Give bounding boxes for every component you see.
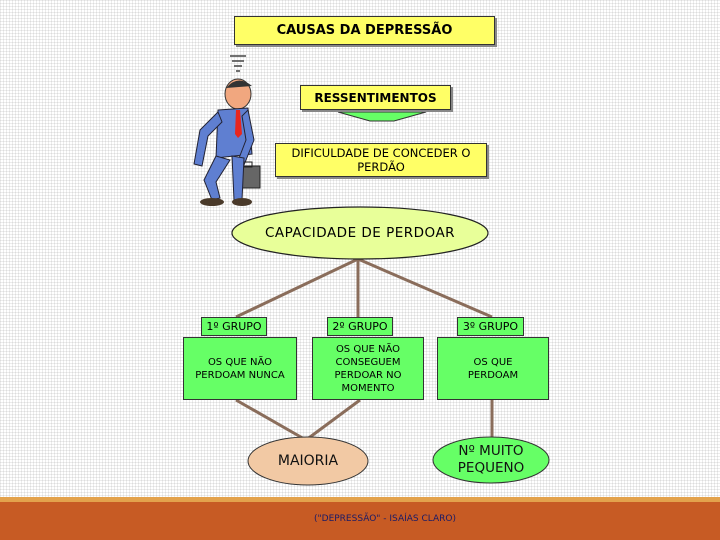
citation-text: ("DEPRESSÃO" - ISAÍAS CLARO) — [313, 514, 456, 524]
maioria-text: MAIORIA — [277, 453, 339, 469]
maioria-label: MAIORIA — [246, 435, 370, 487]
group-3-desc-text: OS QUE PERDOAM — [467, 356, 519, 381]
line-g1-to-maioria — [235, 398, 307, 442]
down-arrow — [337, 111, 427, 122]
ressentimentos-box: RESSENTIMENTOS — [300, 85, 451, 110]
footer-band — [0, 497, 720, 502]
pequeno-ellipse — [432, 436, 550, 484]
title-text: CAUSAS DA DEPRESSÃO — [276, 23, 453, 38]
group-2-desc: OS QUE NÃO CONSEGUEM PERDOAR NO MOMENTO — [312, 337, 424, 400]
group-1-desc: OS QUE NÃO PERDOAM NUNCA — [183, 337, 297, 400]
pequeno-text: Nº MUITO PEQUENO — [457, 443, 525, 476]
footer-bar — [0, 497, 720, 540]
line-cap-to-g1 — [235, 257, 359, 319]
group-2-label-text: 2º GRUPO — [332, 320, 388, 333]
group-3-label: 3º GRUPO — [457, 317, 524, 336]
group-1-desc-text: OS QUE NÃO PERDOAM NUNCA — [195, 356, 285, 381]
line-g2-to-maioria — [305, 398, 361, 442]
ressentimentos-text: RESSENTIMENTOS — [314, 90, 437, 105]
capacidade-text: CAPACIDADE DE PERDOAR — [264, 225, 456, 241]
dificuldade-box: DIFICULDADE DE CONCEDER O PERDÃO — [275, 143, 487, 177]
group-2-desc-text: OS QUE NÃO CONSEGUEM PERDOAR NO MOMENTO — [334, 343, 402, 394]
group-3-desc: OS QUE PERDOAM — [437, 337, 549, 400]
capacidade-ellipse — [231, 206, 489, 260]
title-box: CAUSAS DA DEPRESSÃO — [234, 16, 495, 45]
pequeno-label: Nº MUITO PEQUENO — [431, 435, 551, 485]
citation: ("DEPRESSÃO" - ISAÍAS CLARO) — [290, 514, 480, 530]
dificuldade-text: DIFICULDADE DE CONCEDER O PERDÃO — [291, 146, 471, 174]
capacidade-label: CAPACIDADE DE PERDOAR — [230, 205, 490, 261]
line-cap-to-g3 — [357, 257, 493, 319]
group-1-label-text: 1º GRUPO — [206, 320, 262, 333]
group-1-label: 1º GRUPO — [201, 317, 267, 336]
stressed-man-illustration — [193, 55, 261, 206]
maioria-ellipse — [247, 436, 369, 486]
group-2-label: 2º GRUPO — [327, 317, 393, 336]
group-3-label-text: 3º GRUPO — [462, 320, 519, 333]
